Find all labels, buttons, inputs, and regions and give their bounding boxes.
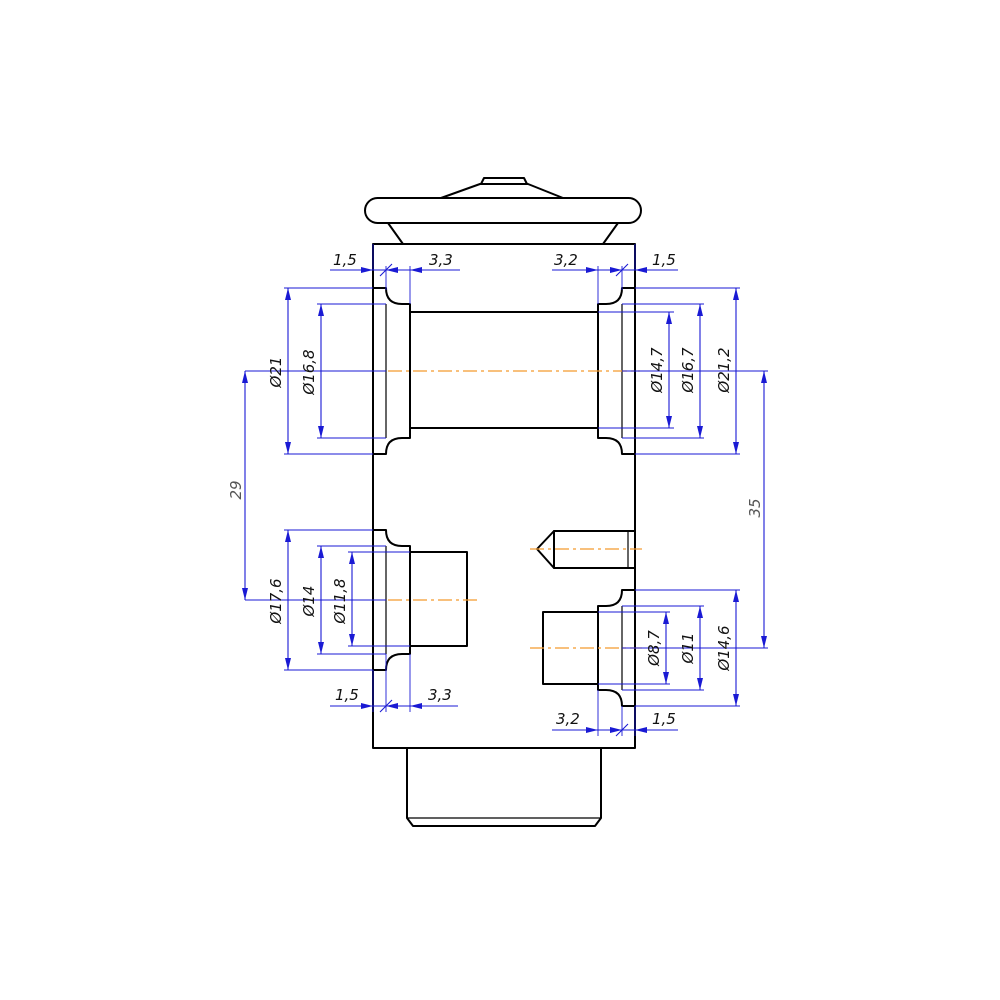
- right-small-hole: [530, 530, 642, 569]
- valve-body: [372, 243, 636, 749]
- label-d11-8: Ø11,8: [331, 578, 349, 624]
- label-top-right-depth: 3,2: [554, 251, 578, 269]
- bottom-left-port: [372, 529, 480, 671]
- label-d11: Ø11: [679, 633, 697, 665]
- label-d17-6: Ø17,6: [267, 578, 285, 624]
- bl-bore: [409, 551, 468, 647]
- dim-bottom-left-diameters: Ø17,6 Ø14 Ø11,8: [267, 529, 410, 671]
- stub-outline: [406, 747, 602, 827]
- label-d14-7: Ø14,7: [648, 347, 666, 394]
- cap-top-knob: [480, 177, 528, 185]
- label-top-left-step: 1,5: [333, 251, 357, 269]
- label-d14-6: Ø14,6: [715, 625, 733, 671]
- label-spacing-29: 29: [227, 480, 245, 499]
- dim-top-right-diameters: Ø14,7 Ø16,7 Ø21,2: [598, 287, 768, 455]
- label-bottom-right-step: 1,5: [652, 710, 676, 728]
- bl-counterbore: [372, 529, 411, 671]
- cap-dome: [440, 183, 564, 199]
- cap-left-neck: [387, 222, 404, 245]
- cap-right-neck: [602, 222, 619, 245]
- label-d16-7: Ø16,7: [679, 347, 697, 394]
- dim-spacing: 29 35: [227, 371, 768, 649]
- dim-bottom-steps: 1,5 3,3 3,2 1,5: [330, 654, 678, 737]
- label-d8-7: Ø8,7: [645, 630, 663, 667]
- label-d16-8: Ø16,8: [300, 349, 318, 395]
- label-d14: Ø14: [300, 586, 318, 618]
- label-bottom-left-step: 1,5: [335, 686, 359, 704]
- label-d21-2: Ø21,2: [715, 347, 733, 393]
- bottom-stub: [406, 747, 602, 827]
- cap-flange: [364, 197, 642, 224]
- dim-top-steps: 1,5 3,3 3,2 1,5: [330, 244, 678, 304]
- dim-top-left-diameters: Ø21 Ø16,8: [245, 287, 386, 455]
- label-bottom-right-depth: 3,2: [556, 710, 580, 728]
- label-top-left-depth: 3,3: [429, 251, 453, 269]
- label-d21: Ø21: [267, 357, 285, 389]
- dim-bottom-right-diameters: Ø8,7 Ø11 Ø14,6: [598, 589, 740, 707]
- label-spacing-35: 35: [746, 498, 764, 517]
- label-bottom-left-depth: 3,3: [428, 686, 452, 704]
- label-top-right-step: 1,5: [652, 251, 676, 269]
- top-left-counterbore: [372, 287, 411, 455]
- top-cap: [364, 177, 642, 245]
- top-bore: [372, 287, 640, 455]
